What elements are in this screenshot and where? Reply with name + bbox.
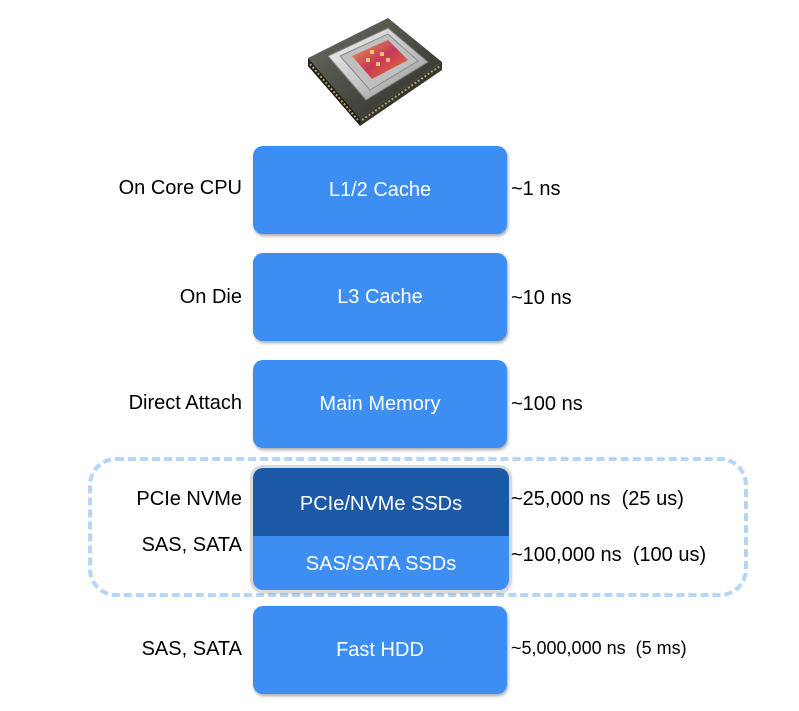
tier-latency-hdd: ~5,000,000 ns (5 ms) [511,638,687,658]
tier-name-hdd: Fast HDD [336,638,424,661]
tier-latency-sata-ssd: ~100,000 ns (100 us) [511,544,707,566]
ssd-group-box: PCIe/NVMe SSDs SAS/SATA SSDs [253,468,509,590]
tier-location-nvme: PCIe NVMe [136,488,242,510]
tier-location-hdd: SAS, SATA [141,638,242,660]
tier-latency-l12: ~1 ns [511,178,561,200]
tier-name-memory: Main Memory [319,392,441,415]
ssd-group-dashed-outline [88,457,748,597]
tier-name-sata-ssd: SAS/SATA SSDs [305,552,457,575]
tier-box-l12-cache: L1/2 Cache [253,146,507,234]
tier-box-fast-hdd: Fast HDD [253,606,507,694]
tier-box-nvme-ssd: PCIe/NVMe SSDs [253,468,509,536]
cpu-chip-image [308,18,442,126]
tier-box-l3-cache: L3 Cache [253,253,507,341]
tier-latency-nvme: ~25,000 ns (25 us) [511,488,684,510]
tier-latency-memory: ~100 ns [511,393,583,415]
tier-location-l3: On Die [179,286,242,308]
tier-name-l12: L1/2 Cache [328,178,432,201]
tier-location-memory: Direct Attach [128,392,242,414]
tier-name-nvme: PCIe/NVMe SSDs [299,492,463,515]
tier-location-sata-ssd: SAS, SATA [141,534,242,556]
tier-box-main-memory: Main Memory [253,360,507,448]
tier-latency-l3: ~10 ns [511,287,572,309]
tier-name-l3: L3 Cache [337,285,423,308]
tier-box-sata-ssd: SAS/SATA SSDs [253,536,509,590]
tier-location-l12: On Core CPU [118,177,242,199]
